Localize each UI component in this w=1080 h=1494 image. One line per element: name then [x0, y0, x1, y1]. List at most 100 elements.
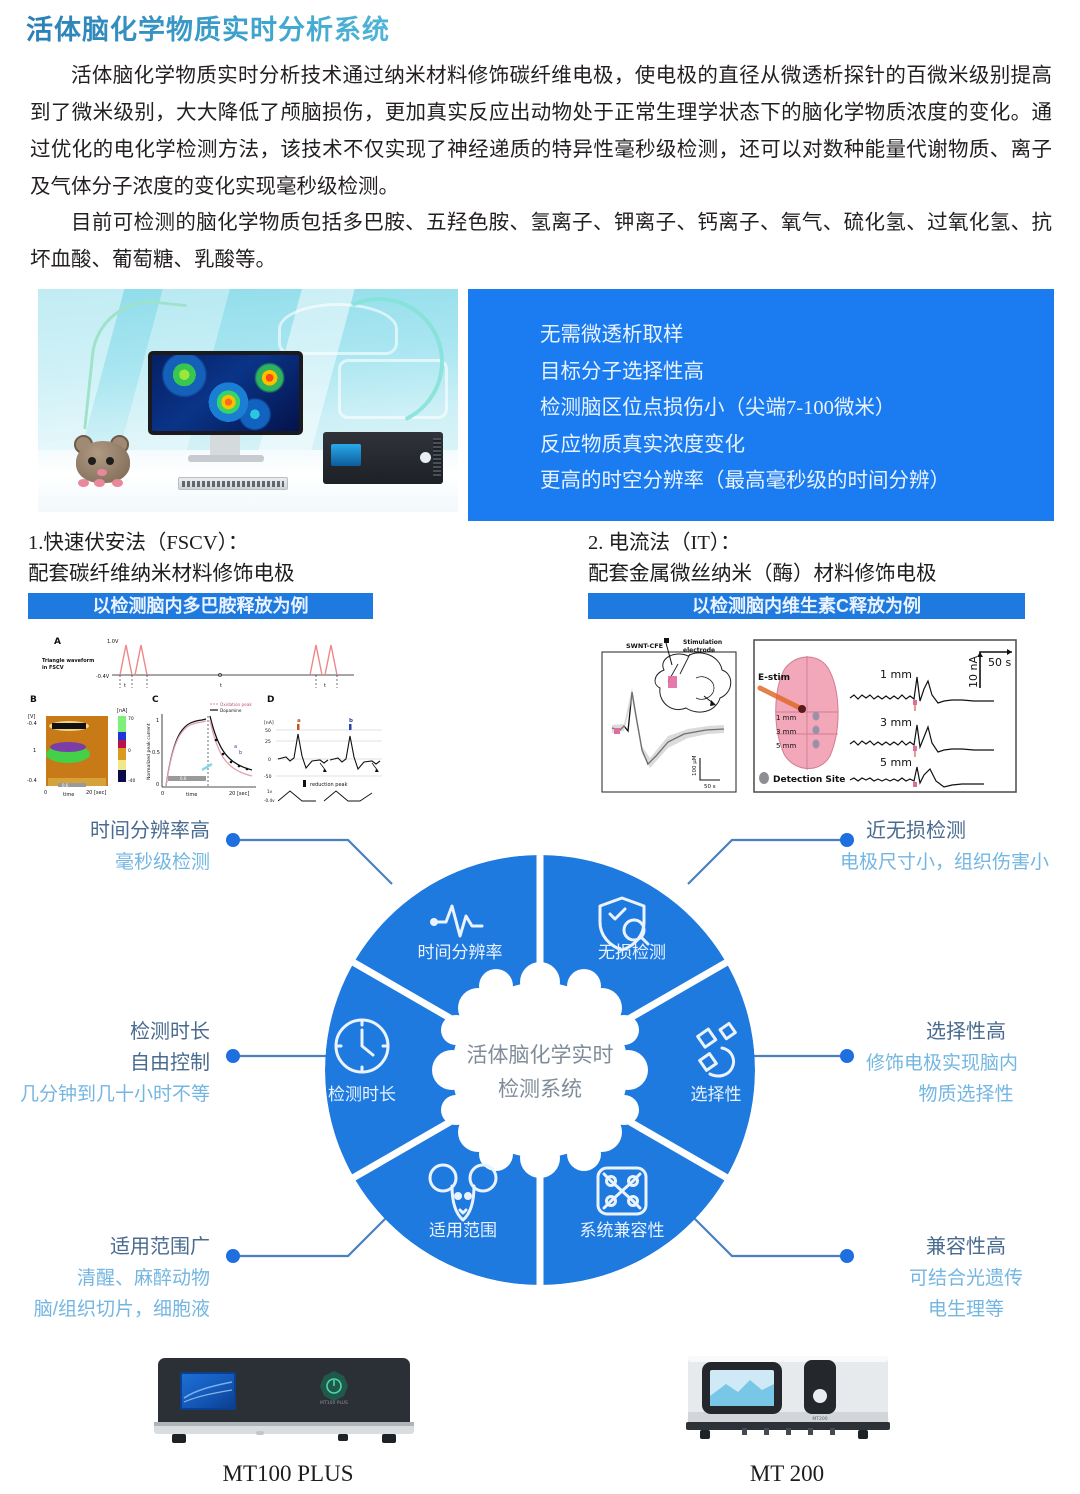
- svg-text:t: t: [220, 683, 222, 689]
- instrument-display: [331, 444, 361, 466]
- fig1-panel-c-letter: C: [152, 695, 159, 705]
- svg-text:E-stim: E-stim: [758, 673, 790, 683]
- intro-paragraph-2: 目前可检测的脑化学物质包括多巴胺、五羟色胺、氢离子、钾离子、钙离子、氧气、硫化氢…: [30, 212, 1052, 271]
- diagram-center-line-1: 活体脑化学实时: [467, 1044, 614, 1067]
- callout-line-4-0: 电极尺寸小，组织伤害小: [840, 852, 1050, 873]
- svg-text:0: 0: [156, 782, 159, 788]
- callout-selectivity: 选择性高 修饰电极实现脑内 物质选择性: [866, 1017, 1066, 1110]
- segment-label-nondestructive: 无损检测: [598, 943, 666, 962]
- mouse-body: [76, 441, 130, 483]
- segment-scope[interactable]: 适用范围: [428, 1163, 498, 1240]
- svg-text:b: b: [349, 718, 353, 724]
- svg-text:Detection Site: Detection Site: [773, 775, 845, 785]
- svg-text:1: 1: [33, 748, 36, 754]
- fscv-figure: A Triangle waveform in FSCV 1.0V -0.4V t…: [24, 630, 386, 802]
- svg-text:Normalized peak current: Normalized peak current: [146, 723, 152, 780]
- svg-text:a: a: [297, 718, 301, 724]
- svg-text:-0.4V: -0.4V: [96, 674, 110, 680]
- svg-text:time: time: [63, 792, 74, 798]
- svg-text:50: 50: [265, 728, 271, 734]
- connector-dots: [226, 833, 854, 1263]
- method-section-it: 2. 电流法（IT）： 配套金属微丝纳米（酶）材料修饰电极 以检测脑内维生素C释…: [588, 528, 1058, 619]
- segment-time-resolution[interactable]: 时间分辨率: [418, 904, 503, 962]
- callout-line-1-1: 毫秒级检测: [114, 852, 210, 873]
- svg-text:1.0V: 1.0V: [107, 639, 119, 645]
- lab-mouse: [72, 427, 134, 487]
- method-section-fscv: 1.快速伏安法（FSCV）： 配套碳纤维纳米材料修饰电极 以检测脑内多巴胺释放为…: [28, 528, 548, 619]
- center-gear-shape: [432, 962, 648, 1178]
- svg-text:1v: 1v: [267, 789, 273, 794]
- feature-item-5: 更高的时空分辨率（最高毫秒级的时间分辨）: [540, 470, 950, 492]
- brain-imaging-screen: [152, 355, 299, 431]
- mouse-paw-2: [94, 479, 105, 487]
- callout-heading-3: 适用范围广: [110, 1236, 210, 1258]
- feature-item-3: 检测脑区位点损伤小（尖端7-100微米）: [540, 397, 896, 419]
- svg-text:1: 1: [156, 718, 159, 724]
- svg-text:in FSCV: in FSCV: [42, 665, 64, 671]
- callout-line-3-1: 脑/组织切片，细胞液: [33, 1299, 210, 1320]
- svg-text:25: 25: [265, 739, 271, 745]
- segment-label-time-resolution: 时间分辨率: [418, 943, 503, 962]
- product-mt100plus: MT100 PLUS MT100 PLUS: [138, 1352, 438, 1487]
- callout-line-5-1: 物质选择性: [918, 1084, 1014, 1105]
- feature-item-4: 反应物质真实浓度变化: [540, 433, 745, 456]
- monitor-base: [188, 455, 264, 462]
- svg-text:MT100 PLUS: MT100 PLUS: [320, 1400, 348, 1406]
- svg-text:Dopamine: Dopamine: [220, 708, 242, 713]
- svg-text:-0.4: -0.4: [27, 778, 37, 784]
- product-caption-2: MT 200: [749, 1461, 825, 1486]
- svg-text:5 mm: 5 mm: [776, 742, 796, 750]
- callout-line-3-0: 清醒、麻醉动物: [76, 1268, 210, 1289]
- svg-text:0.5: 0.5: [152, 750, 160, 756]
- segment-label-compatibility: 系统兼容性: [580, 1221, 665, 1240]
- svg-text:0.6: 0.6: [180, 776, 187, 781]
- lab-scene-photo: [38, 289, 458, 512]
- monitor: [148, 351, 303, 435]
- svg-text:100 µM: 100 µM: [692, 755, 698, 776]
- segment-selectivity[interactable]: 选择性: [691, 1021, 742, 1104]
- segment-nondestructive[interactable]: 无损检测: [598, 896, 666, 962]
- callout-heading-6: 兼容性高: [926, 1236, 1006, 1258]
- svg-text:10 nA: 10 nA: [967, 656, 980, 688]
- callout-heading-1: 时间分辨率高: [90, 820, 210, 842]
- feature-item-1: 无需微透析取样: [540, 324, 684, 346]
- callout-line-6-1: 电生理等: [927, 1299, 1004, 1320]
- svg-text:SWNT-CFE: SWNT-CFE: [626, 642, 663, 650]
- segment-compatibility[interactable]: 系统兼容性: [580, 1166, 665, 1240]
- svg-text:Stimulation: Stimulation: [683, 639, 722, 646]
- callout-line-6-0: 可结合光遗传: [908, 1268, 1023, 1289]
- svg-text:electrode: electrode: [683, 647, 715, 654]
- segment-duration[interactable]: 检测时长: [328, 1018, 396, 1104]
- molecule-select-icon: [696, 1021, 737, 1078]
- page-title-text: 活体脑化学物质实时分析系统: [26, 8, 726, 47]
- svg-text:[nA]: [nA]: [264, 720, 274, 726]
- svg-text:-40: -40: [128, 778, 135, 784]
- svg-text:3 mm: 3 mm: [776, 728, 796, 736]
- method-1-subtitle: 配套碳纤维纳米材料修饰电极: [28, 563, 295, 585]
- mouse-paw-1: [78, 479, 89, 487]
- svg-text:20 [sec]: 20 [sec]: [229, 791, 249, 797]
- keyboard: [178, 477, 288, 490]
- svg-text:a: a: [234, 744, 237, 750]
- svg-text:20 [sec]: 20 [sec]: [86, 790, 106, 796]
- svg-text:-0.4v: -0.4v: [264, 798, 275, 802]
- svg-text:1 mm: 1 mm: [776, 714, 796, 722]
- page-title: 活体脑化学物质实时分析系统: [26, 8, 726, 47]
- callout-nondestructive: 近无损检测 电极尺寸小，组织伤害小: [840, 816, 1076, 878]
- callout-heading-5: 选择性高: [926, 1021, 1006, 1043]
- svg-text:0.6: 0.6: [62, 783, 69, 788]
- glassware-shape-2: [338, 359, 448, 419]
- mouse-eye-right: [106, 457, 114, 465]
- svg-text:time: time: [186, 792, 197, 798]
- analyzer-instrument: [323, 432, 443, 484]
- callout-heading-2: 检测时长: [130, 1021, 210, 1043]
- method-2-band: 以检测脑内维生素C释放为例: [588, 593, 1025, 619]
- segment-label-selectivity: 选择性: [691, 1085, 742, 1104]
- method-1-title: 1.快速伏安法（FSCV）：: [28, 532, 249, 554]
- instrument-power-knob: [420, 452, 431, 463]
- glassware-shape-1: [278, 303, 398, 355]
- capability-hex-diagram: 活体脑化学实时 检测系统 时间分辨率 无损检测 选择性: [0, 800, 1080, 1360]
- svg-text:0: 0: [161, 791, 164, 797]
- product-mt200: MT200 MT 200: [672, 1352, 902, 1487]
- svg-text:3 mm: 3 mm: [880, 716, 912, 729]
